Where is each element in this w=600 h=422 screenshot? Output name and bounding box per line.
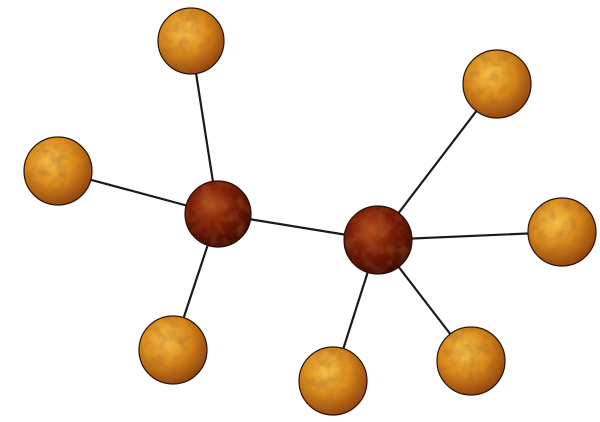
atom-leaf-left xyxy=(24,137,92,205)
hub-sphere xyxy=(344,206,412,274)
atom-leaf-top-right xyxy=(463,50,531,118)
atom-hub-left xyxy=(185,181,251,247)
atom-leaf-top xyxy=(158,8,224,74)
leaf-sphere xyxy=(299,347,367,415)
atoms xyxy=(24,8,596,415)
atom-hub-right xyxy=(344,206,412,274)
hub-sphere xyxy=(185,181,251,247)
leaf-sphere xyxy=(24,137,92,205)
leaf-sphere xyxy=(139,316,207,384)
atom-leaf-bottom-right xyxy=(437,327,505,395)
atom-leaf-bottom-center xyxy=(299,347,367,415)
leaf-sphere xyxy=(158,8,224,74)
atom-leaf-bottom-left xyxy=(139,316,207,384)
leaf-sphere xyxy=(528,198,596,266)
leaf-sphere xyxy=(437,327,505,395)
leaf-sphere xyxy=(463,50,531,118)
atom-leaf-right xyxy=(528,198,596,266)
